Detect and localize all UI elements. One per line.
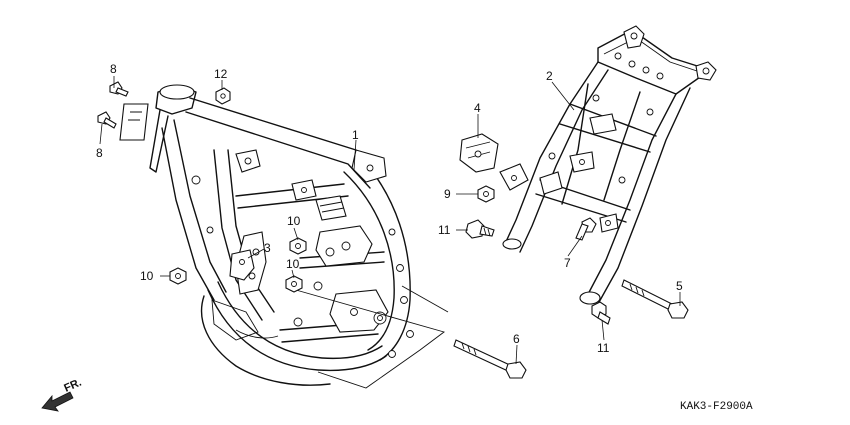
callout-1: 1 xyxy=(352,128,359,142)
callout-7: 7 xyxy=(564,256,571,270)
nut-part-12 xyxy=(215,87,231,105)
nut-part-9 xyxy=(477,185,495,203)
callout-10-left: 10 xyxy=(140,269,154,283)
rear-subframe-drawing xyxy=(499,25,717,305)
callout-labels: 1 2 3 4 5 6 7 8 8 9 10 10 10 11 11 12 xyxy=(96,62,683,355)
bracket-part-4 xyxy=(459,133,499,173)
callout-8-lower: 8 xyxy=(96,146,103,160)
nut-part-10-upper xyxy=(289,237,307,255)
callout-9: 9 xyxy=(444,187,451,201)
callout-6: 6 xyxy=(513,332,520,346)
callout-11-upper: 11 xyxy=(438,223,451,237)
front-arrow-icon xyxy=(41,391,74,412)
callout-12: 12 xyxy=(214,67,228,81)
callout-8-upper: 8 xyxy=(110,62,117,76)
leader-lines xyxy=(99,76,681,365)
diagram-code: KAK3-F2900A xyxy=(680,401,753,413)
nut-part-10-left xyxy=(169,267,187,285)
bolt-part-11-lower xyxy=(591,301,611,325)
callout-2: 2 xyxy=(546,69,553,83)
nut-part-10-lower xyxy=(285,275,303,293)
bolt-part-11-upper xyxy=(465,219,495,239)
long-bolt-part-6 xyxy=(453,339,527,379)
front-direction-indicator: FR. xyxy=(41,377,83,412)
bolt-part-8-lower xyxy=(97,111,117,129)
main-frame-drawing xyxy=(119,84,449,389)
callout-11-lower: 11 xyxy=(597,341,610,355)
direction-label: FR. xyxy=(62,377,83,395)
long-bolt-part-5 xyxy=(621,279,689,319)
callout-10-lower: 10 xyxy=(286,257,300,271)
bolt-part-7 xyxy=(575,217,597,241)
bolt-part-8-upper xyxy=(109,81,129,97)
callout-3: 3 xyxy=(264,241,271,255)
callout-4: 4 xyxy=(474,101,481,115)
callout-10-upper: 10 xyxy=(287,214,301,228)
callout-5: 5 xyxy=(676,279,683,293)
